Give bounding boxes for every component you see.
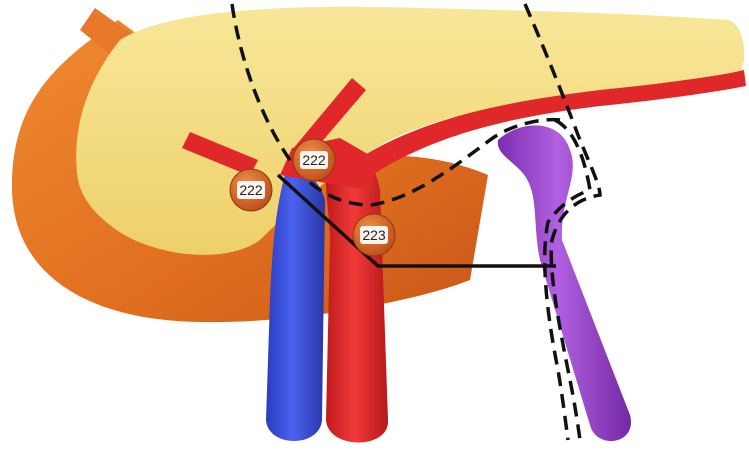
superior-mesenteric-vein bbox=[266, 165, 325, 441]
resection-line-left bbox=[230, 3, 561, 207]
lymph-node-label: 223 bbox=[362, 227, 386, 243]
resection-lines bbox=[230, 3, 602, 441]
lymph-node-label: 222 bbox=[302, 152, 326, 168]
resection-line-right-inner bbox=[543, 118, 592, 441]
lymph-node-222-left[interactable]: 222 bbox=[229, 168, 273, 212]
lymph-node-label: 222 bbox=[239, 182, 263, 198]
lymph-node-222-right[interactable]: 222 bbox=[292, 138, 336, 182]
pointer-lines bbox=[276, 173, 556, 268]
resection-line-right-outer bbox=[523, 3, 602, 441]
lymph-node-223[interactable]: 223 bbox=[352, 213, 396, 257]
inferior-mesenteric-vein bbox=[497, 125, 632, 442]
splenic-artery bbox=[360, 70, 746, 175]
